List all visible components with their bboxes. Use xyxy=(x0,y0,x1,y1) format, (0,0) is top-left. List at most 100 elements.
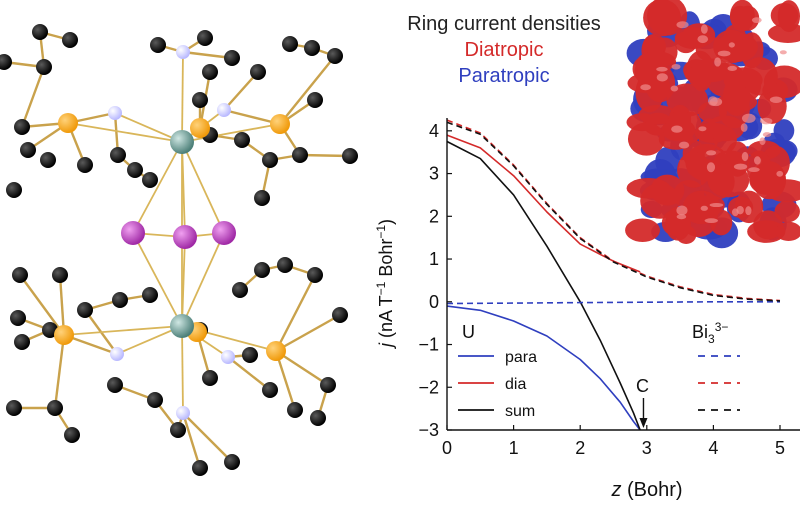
carbon-atom xyxy=(12,267,28,283)
bond xyxy=(20,66,46,128)
diatropic-lobe xyxy=(640,183,680,219)
isosurface-highlight xyxy=(741,151,749,162)
carbon-atom xyxy=(342,148,358,164)
carbon-atom xyxy=(112,292,128,308)
carbon-atom xyxy=(202,370,218,386)
carbon-atom xyxy=(277,257,293,273)
bond xyxy=(227,356,271,391)
bond xyxy=(274,350,297,411)
carbon-atom xyxy=(36,59,52,75)
bond xyxy=(67,122,183,143)
carbon-atom xyxy=(64,427,80,443)
carbon-atom xyxy=(254,190,270,206)
bond xyxy=(275,313,341,353)
y-tick-label: 0 xyxy=(429,292,439,312)
carbon-atom xyxy=(224,50,240,66)
diatropic-lobe xyxy=(767,23,800,44)
series-layer xyxy=(446,119,781,431)
diatropic-lobe xyxy=(740,32,764,69)
paratropic-label: Paratropic xyxy=(458,65,549,87)
carbon-atom xyxy=(40,152,56,168)
diatropic-lobe xyxy=(625,218,661,242)
isosurface-highlight xyxy=(748,167,760,173)
y-tick-label: 2 xyxy=(429,206,439,226)
bond xyxy=(132,232,183,327)
carbon-atom xyxy=(52,267,68,283)
uranium-atom xyxy=(170,314,194,338)
annotation-arrow-head xyxy=(639,418,648,428)
nitrogen-atom xyxy=(108,106,122,120)
series-bi-para xyxy=(446,300,780,305)
carbon-atom xyxy=(62,32,78,48)
isosurface-highlight xyxy=(769,96,783,104)
phosphorus-atom xyxy=(54,325,74,345)
y-tick-label: 4 xyxy=(429,121,439,141)
y-tick-label: −3 xyxy=(418,420,439,440)
bond xyxy=(279,55,336,125)
carbon-atom xyxy=(47,400,63,416)
carbon-atom xyxy=(262,152,278,168)
bond xyxy=(223,71,259,111)
series-bi-sum xyxy=(446,121,781,302)
carbon-atom xyxy=(142,287,158,303)
legend-label-sum: sum xyxy=(505,403,535,420)
diatropic-lobe xyxy=(775,221,800,242)
isosurface-highlight xyxy=(745,206,752,216)
diatropic-lobe xyxy=(749,163,786,195)
carbon-atom xyxy=(192,460,208,476)
isosurface-highlight xyxy=(776,170,784,177)
bond xyxy=(181,232,225,327)
annotation: C xyxy=(636,376,649,428)
x-tick-label: 1 xyxy=(509,438,519,458)
carbon-atom xyxy=(0,54,12,70)
carbon-atom xyxy=(242,347,258,363)
isosurface-highlight xyxy=(671,63,681,70)
bond xyxy=(19,274,65,336)
phosphorus-atom xyxy=(270,114,290,134)
carbon-atom xyxy=(307,92,323,108)
y-tick-label: 1 xyxy=(429,249,439,269)
isosurface-highlight xyxy=(762,132,772,138)
carbon-atom xyxy=(14,334,30,350)
diatropic-label: Diatropic xyxy=(465,39,544,61)
isosurface-highlight xyxy=(678,141,690,149)
bond xyxy=(181,412,202,469)
series-u-sum xyxy=(446,140,641,431)
uranium-atom xyxy=(170,130,194,154)
molecular-structure xyxy=(0,24,358,476)
y-tick-label: 3 xyxy=(429,164,439,184)
bond xyxy=(182,50,233,60)
diatropic-lobe xyxy=(729,0,755,32)
isosurface-highlight xyxy=(717,50,731,57)
carbon-atom xyxy=(150,37,166,53)
isosurface-highlight xyxy=(751,17,762,24)
carbon-atom xyxy=(127,162,143,178)
carbon-atom xyxy=(197,30,213,46)
diatropic-lobe xyxy=(677,151,711,188)
diatropic-lobe xyxy=(627,122,665,156)
series-u-para xyxy=(446,305,641,431)
phosphorus-atom xyxy=(58,113,78,133)
bond xyxy=(275,349,329,387)
carbon-atom xyxy=(320,377,336,393)
carbon-atom xyxy=(6,182,22,198)
legend-label-para: para xyxy=(505,349,537,366)
carbon-atom xyxy=(232,282,248,298)
x-tick-label: 0 xyxy=(442,438,452,458)
isosurface-highlight xyxy=(656,73,668,82)
diatropic-lobe xyxy=(644,64,676,103)
diatropic-lobe xyxy=(643,0,682,37)
carbon-atom xyxy=(14,119,30,135)
isosurface-highlight xyxy=(676,205,688,216)
carbon-atom xyxy=(224,454,240,470)
diatropic-lobe xyxy=(705,115,745,142)
bond xyxy=(114,112,183,143)
carbon-atom xyxy=(307,267,323,283)
legend-title-bi: Bi33− xyxy=(692,320,728,346)
isosurface-highlight xyxy=(676,21,689,29)
isosurface-highlight xyxy=(714,57,722,67)
phosphorus-atom xyxy=(190,118,210,138)
isosurface-highlight xyxy=(707,96,718,106)
